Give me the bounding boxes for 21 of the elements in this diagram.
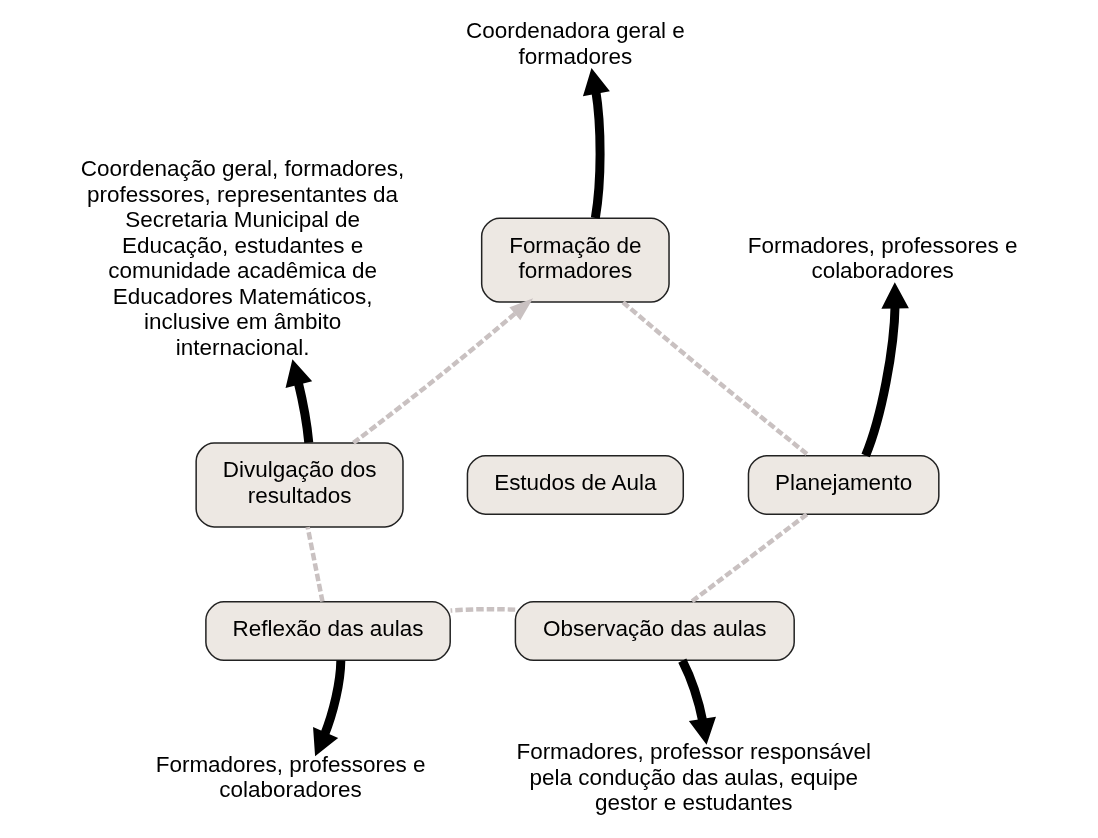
node-box: Planejamento: [747, 454, 940, 515]
node-text: Formadores, professores e colaboradores: [155, 751, 425, 803]
connector: [689, 512, 808, 604]
node-text: Formadores, professores e colaboradores: [747, 232, 1017, 284]
arrow: [351, 298, 533, 445]
node-text: Coordenadora geral e formadores: [465, 18, 685, 69]
connector: [304, 526, 325, 602]
node-box: Observação das aulas: [514, 601, 795, 662]
connector: [621, 300, 810, 458]
arrow: [285, 359, 313, 444]
arrow: [677, 658, 716, 745]
node-box: Estudos de Aula: [466, 454, 684, 515]
node-box: Reflexão das aulas: [204, 601, 451, 662]
node-text: Coordenação geral, formadores, professores, representantes da Secretaria Municipal de Educação, estudantes e comunidade acadêmica de Educadores Matemáticos, inclusive em âmbito internacional.: [80, 156, 404, 360]
node-text: Formadores, professor responsável pela condução das aulas, equipe gestor e estudantes: [515, 739, 871, 816]
arrow: [860, 282, 909, 458]
arrow: [582, 68, 610, 219]
node-box: Divulgação dos resultados: [194, 442, 404, 528]
node-box: Formação de formadores: [480, 217, 670, 303]
connector: [449, 606, 515, 613]
arrow: [312, 660, 345, 757]
